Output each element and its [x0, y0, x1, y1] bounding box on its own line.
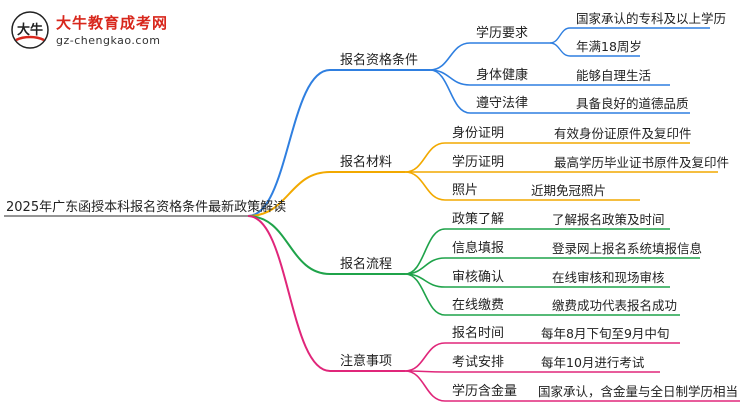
- node-value: 学历含金量: [452, 384, 518, 399]
- leaf-policy: 了解报名政策及时间: [552, 212, 665, 227]
- leaf-connector: [549, 27, 571, 44]
- logo-mark-icon: 大牛: [11, 11, 49, 49]
- sub-connector: [404, 273, 446, 316]
- node-exam: 考试安排: [452, 355, 505, 370]
- node-id-proof: 身份证明: [452, 126, 505, 141]
- leaf-payment: 缴费成功代表报名成功: [552, 298, 678, 313]
- branch-connector: [247, 215, 331, 275]
- leaf-education-level: 国家承认的专科及以上学历: [576, 11, 727, 26]
- leaf-exam: 每年10月进行考试: [541, 355, 645, 370]
- branch-process: 报名流程: [340, 257, 393, 272]
- sub-connector: [429, 69, 471, 114]
- leaf-law: 具备良好的道德品质: [576, 96, 689, 111]
- branch-notes: 注意事项: [340, 354, 393, 369]
- node-photo: 照片: [452, 183, 479, 198]
- leaf-id-proof: 有效身份证原件及复印件: [554, 126, 692, 141]
- node-info-fill: 信息填报: [452, 241, 505, 256]
- node-education-proof: 学历证明: [452, 155, 505, 170]
- logo-mark-lettering: 大牛: [17, 22, 43, 38]
- node-payment: 在线缴费: [452, 298, 505, 313]
- leaf-connector: [549, 42, 571, 57]
- leaf-reg-time: 每年8月下旬至9月中旬: [541, 326, 670, 341]
- node-review: 审核确认: [452, 270, 505, 285]
- sub-connector: [404, 142, 446, 173]
- root-topic: 2025年广东函授本科报名资格条件最新政策解读: [6, 200, 287, 215]
- leaf-education-proof: 最高学历毕业证书原件及复印件: [554, 155, 730, 170]
- branch-eligibility: 报名资格条件: [340, 53, 419, 68]
- branch-materials: 报名材料: [340, 155, 393, 170]
- branch-connector: [247, 69, 331, 217]
- node-education-requirement: 学历要求: [476, 26, 529, 41]
- sub-connector: [429, 42, 471, 71]
- branch-connector: [247, 215, 331, 372]
- leaf-review: 在线审核和现场审核: [552, 270, 665, 285]
- branch-connector: [247, 171, 331, 217]
- leaf-health: 能够自理生活: [576, 68, 652, 83]
- node-health: 身体健康: [476, 68, 529, 83]
- logo-name: 大牛教育成考网: [56, 14, 169, 32]
- site-logo[interactable]: 大牛 大牛教育成考网 gz-chengkao.com: [6, 4, 196, 54]
- node-law: 遵守法律: [476, 96, 529, 111]
- logo-site: gz-chengkao.com: [56, 34, 161, 47]
- leaf-photo: 近期免冠照片: [531, 183, 607, 198]
- node-reg-time: 报名时间: [452, 326, 505, 341]
- node-policy: 政策了解: [452, 212, 505, 227]
- leaf-age: 年满18周岁: [576, 39, 642, 54]
- sub-connector: [404, 342, 446, 372]
- sub-connector: [404, 171, 446, 201]
- leaf-info-fill: 登录网上报名系统填报信息: [552, 241, 703, 256]
- leaf-value: 国家承认，含金量与全日制学历相当: [538, 384, 739, 399]
- sub-connector: [404, 228, 446, 275]
- sub-connector: [404, 370, 446, 402]
